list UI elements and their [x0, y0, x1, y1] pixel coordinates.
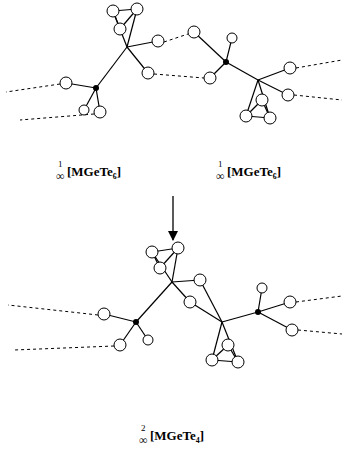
contacts	[6, 34, 342, 350]
formula-label: [MGeTe₄]	[150, 429, 204, 442]
bonds	[66, 9, 292, 362]
dimension-index: 2	[141, 424, 146, 433]
te-atoms	[60, 3, 298, 368]
dimension-index: 1	[58, 160, 63, 169]
infinity-sign: ∞	[216, 170, 225, 182]
reaction-arrow	[172, 196, 173, 240]
formula-label: [MGeTe₆]	[67, 165, 121, 178]
dimension-index: 1	[218, 160, 223, 169]
formula-label: [MGeTe₆]	[227, 165, 281, 178]
ge-atoms	[93, 59, 261, 325]
infinity-sign: ∞	[139, 434, 148, 446]
infinity-sign: ∞	[56, 170, 65, 182]
